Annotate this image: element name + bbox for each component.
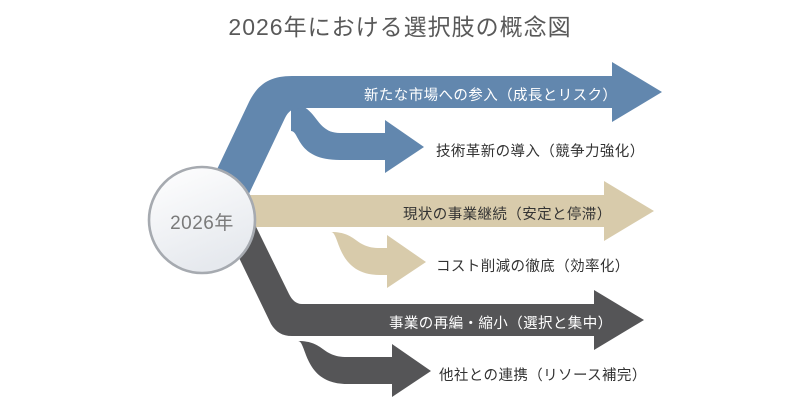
label-statusquo-main: 現状の事業継続（安定と停滞） bbox=[403, 207, 612, 223]
branch-restructure bbox=[214, 186, 644, 397]
page-title: 2026年における選択肢の概念図 bbox=[228, 14, 572, 40]
branch-growth bbox=[192, 62, 662, 238]
label-growth-sub: 技術革新の導入（競争力強化） bbox=[436, 144, 645, 160]
label-statusquo-sub: コスト削減の徹底（効率化） bbox=[436, 259, 630, 275]
arrow-restructure-sub bbox=[298, 341, 431, 397]
hub-label: 2026年 bbox=[170, 213, 234, 234]
hub-circle bbox=[147, 165, 257, 275]
arrow-growth-main bbox=[192, 62, 662, 238]
arrow-growth-sub bbox=[291, 104, 424, 173]
arrow-restructure-main bbox=[214, 186, 644, 350]
label-growth-main: 新たな市場への参入（成長とリスク） bbox=[364, 88, 618, 104]
label-restructure-sub: 他社との連携（リソース補完） bbox=[439, 368, 647, 384]
branch-status-quo bbox=[190, 181, 654, 288]
arrow-statusquo-main bbox=[190, 181, 654, 241]
hub-node[interactable] bbox=[147, 165, 257, 275]
arrow-statusquo-sub bbox=[331, 232, 426, 288]
label-restructure-main: 事業の再編・縮小（選択と集中） bbox=[389, 316, 613, 332]
